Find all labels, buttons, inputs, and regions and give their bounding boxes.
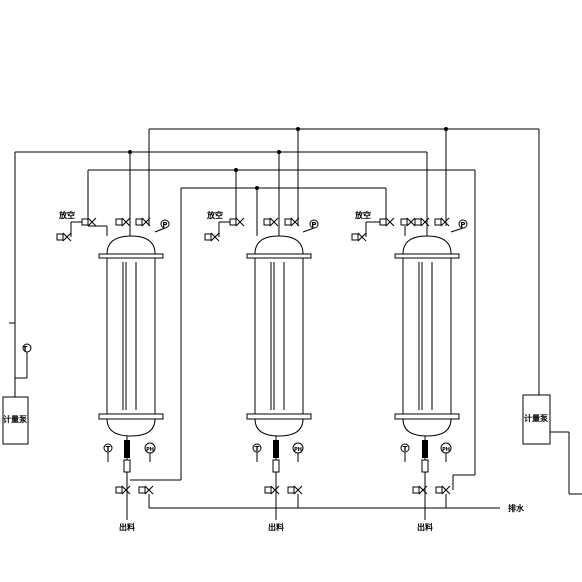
reactor-1 xyxy=(56,129,181,520)
discharge-label-3: 出料 xyxy=(417,522,433,532)
temp-symbol-2: T xyxy=(255,445,260,453)
metering-pump-right-label: 计量泵 xyxy=(524,414,548,423)
ph-symbol-3: PH xyxy=(442,447,450,453)
pressure-symbol-2: P xyxy=(311,221,316,229)
header-piping xyxy=(14,127,540,475)
vent-label-1: 放空 xyxy=(58,210,75,220)
metering-pump-right xyxy=(522,394,582,495)
reactor-3 xyxy=(351,129,468,520)
pressure-symbol-3: P xyxy=(460,221,465,229)
metering-pump-left-label: 计量泵 xyxy=(3,415,27,424)
drain-header xyxy=(149,474,500,509)
reactor-2 xyxy=(204,129,319,520)
valve-group-bottom-1 xyxy=(115,485,154,495)
drain-label: 排水 xyxy=(508,503,525,513)
valve-group-bottom-2 xyxy=(264,485,303,495)
valve-group-top-1 xyxy=(56,217,151,242)
metering-pump-left xyxy=(2,322,32,445)
valve-group-bottom-3 xyxy=(412,485,451,495)
valve-group-top-2 xyxy=(204,217,300,242)
discharge-label-1: 出料 xyxy=(119,522,135,532)
ph-symbol-1: PH xyxy=(146,447,154,453)
temp-symbol-pump: T xyxy=(23,345,28,353)
temp-symbol-3: T xyxy=(403,445,408,453)
temp-symbol-1: T xyxy=(106,445,111,453)
vent-label-3: 放空 xyxy=(354,210,371,220)
pressure-symbol-1: P xyxy=(162,221,167,229)
valve-group-top-3 xyxy=(351,217,450,242)
temperature-gauge-icon xyxy=(22,343,32,353)
ph-symbol-2: PH xyxy=(294,447,302,453)
vent-label-2: 放空 xyxy=(206,210,223,220)
discharge-label-2: 出料 xyxy=(268,522,284,532)
